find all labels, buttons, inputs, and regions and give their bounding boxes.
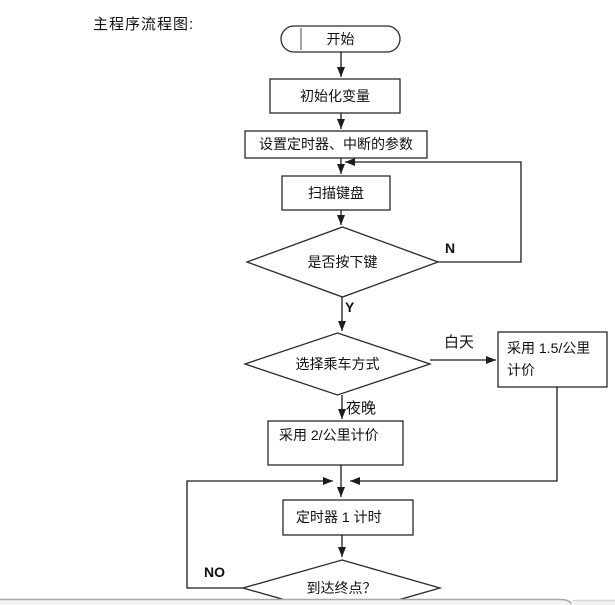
scan-node-shape [281,175,391,211]
bottom-panel-strip [0,600,615,605]
select-mode-decision-shape [242,332,433,396]
timer-node-label: 定时器 1 计时 [296,509,382,526]
setup-node-shape [244,130,428,159]
edge-label-night: 夜晚 [346,400,377,417]
edge-no-key-loop [345,158,522,263]
timer-node-shape [282,499,414,536]
night-pricing-node-shape [267,420,404,466]
edge-label-y: Y [345,299,355,315]
edge-day-pricing-to-merge [350,387,558,485]
edge-not-arrived-loop [186,477,333,589]
page-title: 主程序流程图: [93,16,195,33]
day-pricing-node-label: 采用 1.5/公里 计价 [498,332,607,387]
bottom-panel-border [0,598,572,605]
arrived-decision-shape [240,559,443,605]
init-node-label: 初始化变量 [300,87,370,104]
key-pressed-decision-label: 是否按下键 [307,253,378,270]
setup-node-label: 设置定时器、中断的参数 [259,136,413,153]
init-node-shape [269,78,401,114]
day-pricing-line2: 计价 [507,362,535,378]
start-node-label: 开始 [326,30,355,47]
scan-node-label: 扫描键盘 [308,184,364,201]
edge-label-day: 白天 [444,334,475,351]
arrived-decision-label: 到达终点？ [306,579,377,596]
select-mode-decision-label: 选择乘车方式 [295,355,380,372]
edge-label-n: N [445,240,456,256]
day-pricing-node-shape [497,331,608,388]
night-pricing-node-label: 采用 2/公里计价 [279,427,379,443]
edge-label-no: NO [204,564,225,580]
day-pricing-line1: 采用 1.5/公里 [507,340,591,356]
